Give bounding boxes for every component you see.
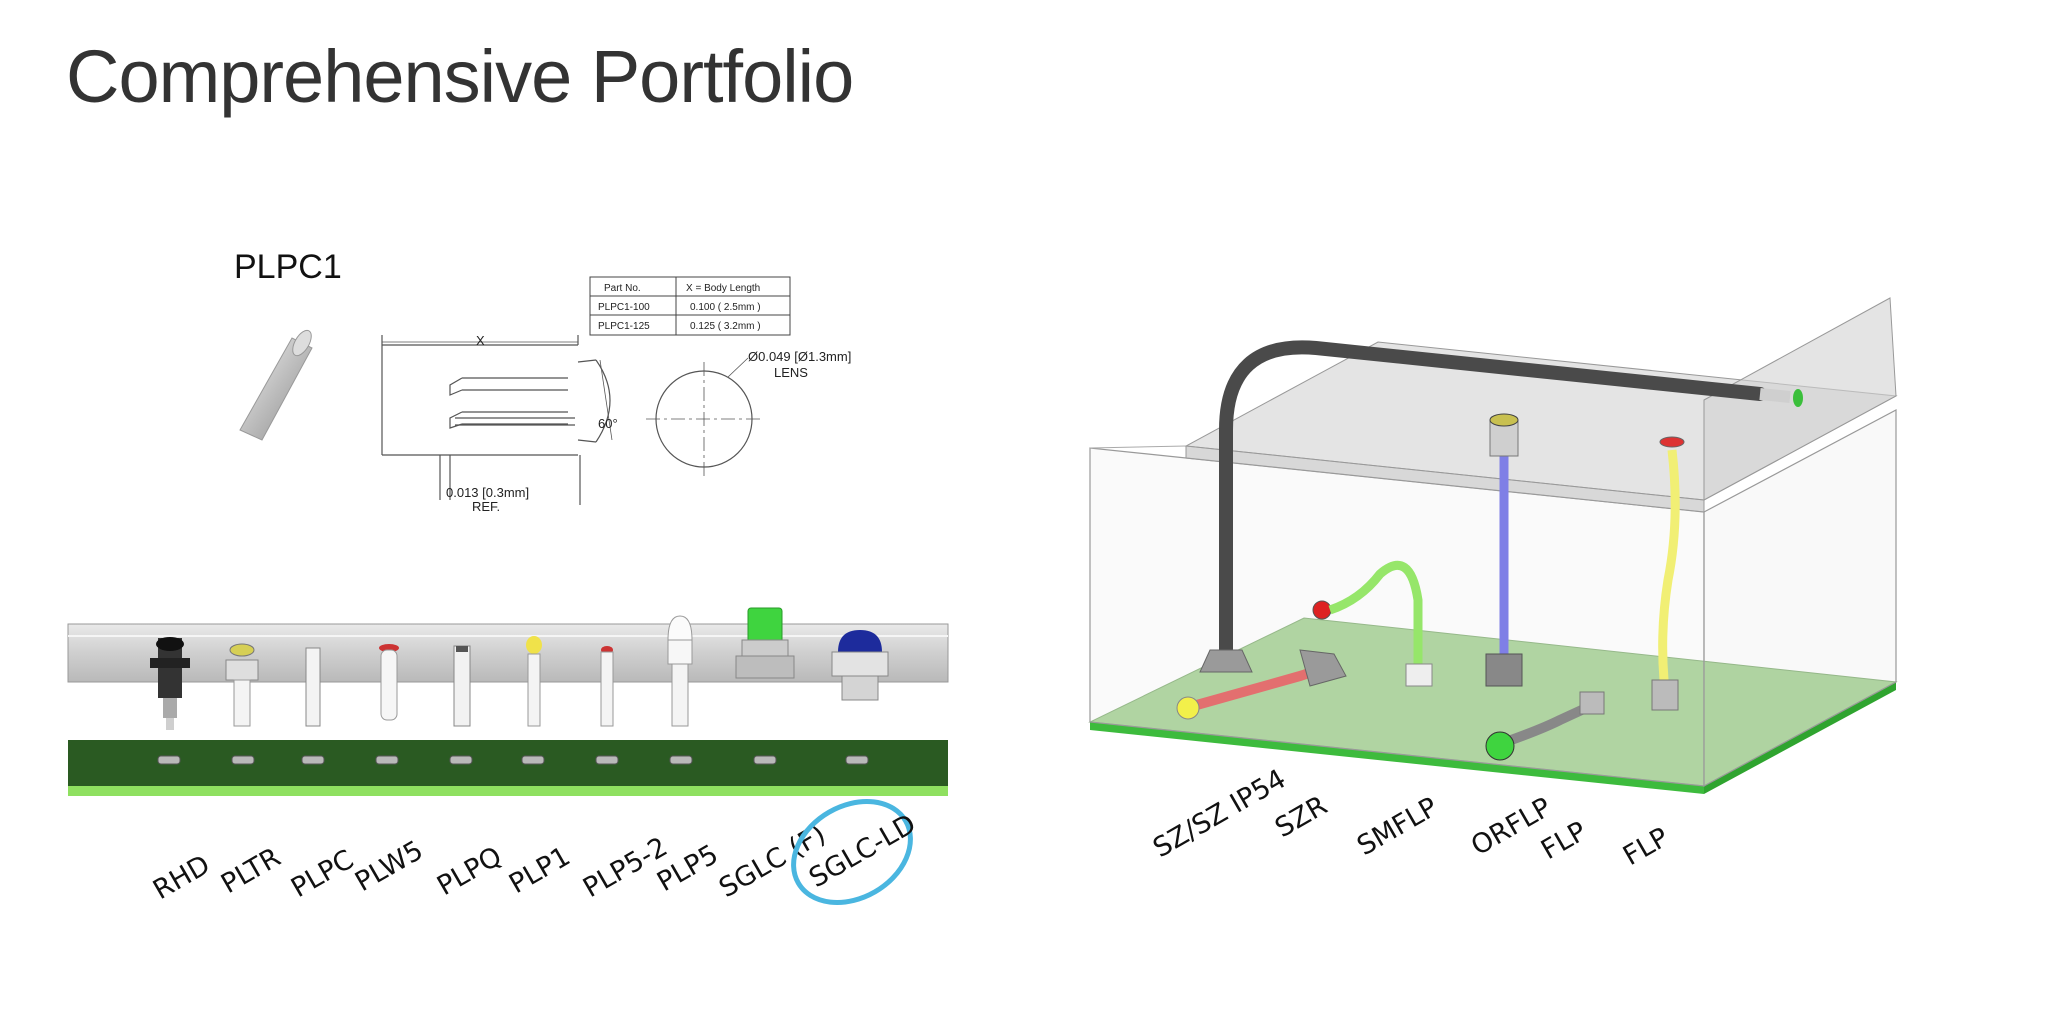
label-sz-ip54: SZ/SZ IP54 [1148,763,1291,864]
dimension-x-label: X [476,333,485,348]
dimension-lens-label: LENS [774,365,808,380]
label-sglc-ld: SGLC-LD [804,808,921,894]
plpc-pipe [305,647,321,727]
label-szr: SZR [1270,790,1333,844]
highlight-circle [791,799,913,905]
plp1-pipe [526,636,542,727]
table-cell: PLPC1-100 [598,302,650,313]
table-cell: PLPC1-125 [598,321,650,332]
dimension-angle-label: 60° [598,416,618,431]
table-header-part: Part No. [604,283,641,294]
label-rhd: RHD [148,849,215,906]
plp5-2-pipe [600,646,614,727]
plw5-pipe [379,644,399,721]
rhd-indicator [150,637,190,730]
label-plpq: PLPQ [432,841,507,902]
panel-rail [67,623,949,683]
dimension-table: Part No. X = Body Length PLPC1-100 0.100… [589,276,791,336]
front-view-drawing [646,357,762,478]
detail-part-name: PLPC1 [234,248,342,286]
pltr-indicator [225,643,259,727]
sglc-ld-indicator [831,630,889,701]
dimension-lens-diameter: Ø0.049 [Ø1.3mm] [748,349,851,364]
dimension-wall-label: 0.013 [0.3mm] [446,485,529,500]
table-header-length: X = Body Length [686,283,760,294]
plpq-pipe [453,645,471,727]
label-plw5: PLW5 [350,835,428,898]
label-smflp: SMFLP [1352,792,1443,862]
plp5-pipe [667,615,693,727]
side-view-drawing [381,335,613,505]
label-plpc: PLPC [286,844,359,904]
page-title: Comprehensive Portfolio [66,35,854,118]
table-cell: 0.125 ( 3.2mm ) [690,321,761,332]
dimension-wall-ref: REF. [472,499,500,514]
label-plp1: PLP1 [504,841,576,900]
pcb-board [68,740,948,796]
sglc-f-indicator [735,607,795,679]
label-flp-2: FLP [1618,822,1674,872]
plpc1-light-pipe-image [239,329,313,441]
label-pltr: PLTR [216,842,286,900]
enclosure-illustration [1088,297,1898,794]
table-cell: 0.100 ( 2.5mm ) [690,302,761,313]
